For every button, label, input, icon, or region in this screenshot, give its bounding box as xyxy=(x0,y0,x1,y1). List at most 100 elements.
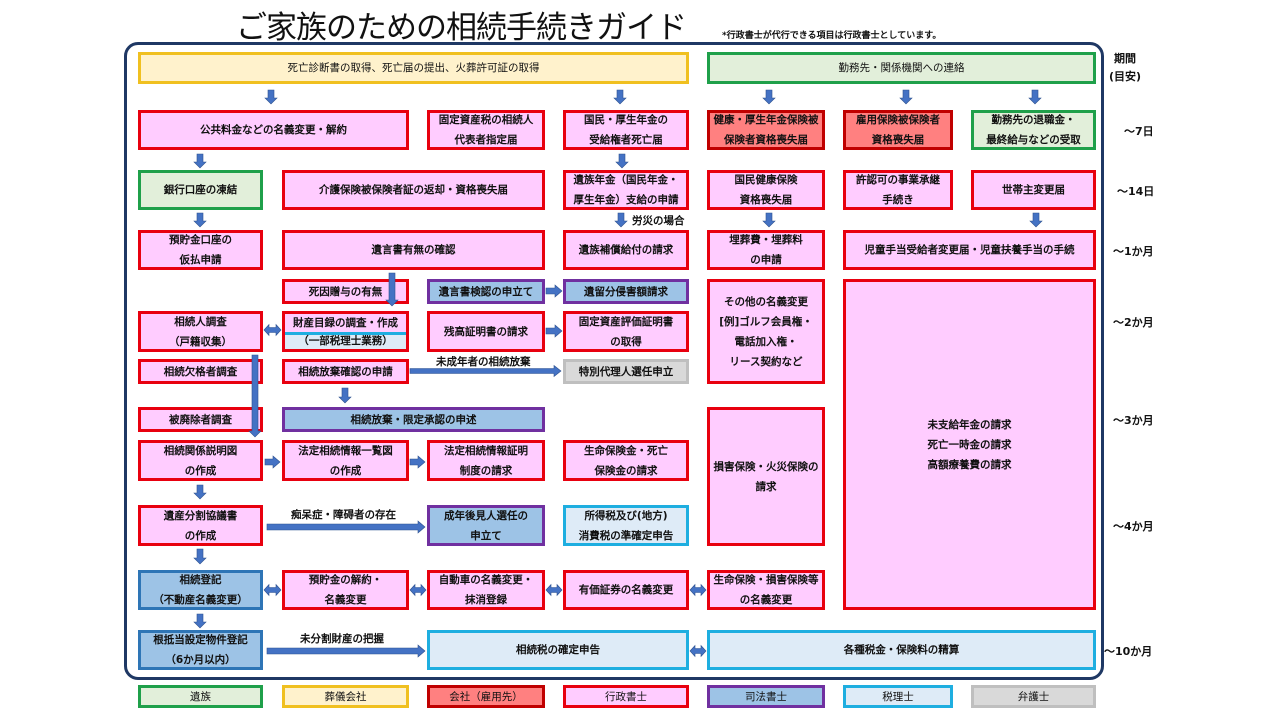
arrow-down-icon xyxy=(193,484,207,500)
tax-partial-section xyxy=(285,332,406,349)
step-text: 相続人調査 xyxy=(174,315,227,328)
step-text: 相続税の確定申告 xyxy=(516,644,600,656)
step-text: 法定相続情報証明 xyxy=(444,444,528,457)
step-disinherit-survey: 被廃除者調査 xyxy=(138,407,263,432)
legend-tax: 税理士 xyxy=(843,685,953,708)
legend-label: 葬儀会社 xyxy=(324,690,367,703)
step-text: （不動産名義変更） xyxy=(153,594,248,606)
step-text: 請求 xyxy=(755,480,777,493)
arrow-both-icon xyxy=(689,644,707,658)
arrow-down-icon xyxy=(614,212,628,228)
step-child-allowance: 児童手当受給者変更届・児童扶養手当の手続 xyxy=(843,230,1096,270)
step-employment-ins-loss: 雇用保険被保険者資格喪失届 xyxy=(843,110,953,150)
step-inheritance-reg: 相続登記（不動産名義変更） xyxy=(138,570,263,610)
step-text: 銀行口座の凍結 xyxy=(163,184,238,196)
step-text: 遺言書検認の申立て xyxy=(438,285,534,298)
step-health-ins-loss: 健康・厚生年金保険被保険者資格喪失届 xyxy=(707,110,825,150)
step-householder-change: 世帯主変更届 xyxy=(971,170,1096,210)
step-fixed-asset-rep: 固定資産税の相続人代表者指定届 xyxy=(427,110,545,150)
arrow-down-icon xyxy=(248,354,262,438)
step-text: 国民健康保険 xyxy=(734,174,798,186)
arrow-down-icon xyxy=(193,548,207,565)
step-text: 勤務先の退職金・ xyxy=(991,114,1076,126)
step-text: 抹消登録 xyxy=(465,594,507,606)
step-text: 根抵当設定物件登記 xyxy=(153,634,248,646)
step-text: 資格喪失届 xyxy=(739,194,793,206)
period-7d: ～7日 xyxy=(1124,125,1154,138)
step-deposit-provisional: 預貯金口座の仮払申請 xyxy=(138,230,263,270)
step-nhi-loss: 国民健康保険資格喪失届 xyxy=(707,170,825,210)
step-asset-list: 財産目録の調査・作成（一部税理士業務） xyxy=(282,311,409,352)
step-securities: 有価証券の名義変更 xyxy=(563,570,689,610)
step-text: 特別代理人選任申立 xyxy=(578,365,674,378)
step-text: 雇用保険被保険者 xyxy=(856,114,940,126)
step-text: の取得 xyxy=(610,335,642,348)
step-text: その他の名義変更 xyxy=(724,295,808,308)
arrow-label-minor: 未成年者の相続放棄 xyxy=(436,356,531,368)
arrow-down-icon xyxy=(613,89,627,105)
arrow-right-icon xyxy=(545,324,563,338)
step-deposit-cancel: 預貯金の解約・名義変更 xyxy=(282,570,409,610)
step-bank-freeze: 銀行口座の凍結 xyxy=(138,170,263,210)
step-division-agreement: 遺産分割協議書の作成 xyxy=(138,505,263,546)
step-will-check: 遺言書有無の確認 xyxy=(282,230,545,270)
arrow-down-icon xyxy=(1029,212,1043,228)
arrow-label-dementia: 痴呆症・障碍者の存在 xyxy=(291,509,396,521)
arrow-right-icon xyxy=(409,455,426,469)
step-text: 死亡診断書の取得、死亡届の提出、火葬許可証の取得 xyxy=(287,62,540,74)
arrow-down-icon xyxy=(264,89,278,105)
period-14d: ～14日 xyxy=(1117,185,1155,198)
arrow-label-rosai: 労災の場合 xyxy=(632,215,685,227)
step-text: の名義変更 xyxy=(739,594,793,606)
step-life-ins-name: 生命保険・損害保険等の名義変更 xyxy=(707,570,825,610)
step-text: 未支給年金の請求 xyxy=(927,418,1012,431)
legend-company: 会社（雇用先） xyxy=(427,685,545,708)
step-text: 保険者資格喪失届 xyxy=(724,134,808,146)
step-text: 固定資産評価証明書 xyxy=(578,315,674,328)
step-text: の申請 xyxy=(750,254,782,266)
step-text: 公共料金などの名義変更・解約 xyxy=(200,124,347,136)
step-legal-info-chart: 法定相続情報一覧図の作成 xyxy=(282,440,409,481)
step-text: 国民・厚生年金の xyxy=(584,114,668,126)
period-3m: ～3か月 xyxy=(1113,414,1154,427)
step-text: 申立て xyxy=(470,529,502,542)
arrow-label-undivided: 未分割財産の把握 xyxy=(300,633,384,645)
arrow-right-icon xyxy=(266,644,426,658)
step-text: 手続き xyxy=(882,194,914,206)
note-text: *行政書士が代行できる項目は行政書士としています。 xyxy=(722,31,942,41)
arrow-both-icon xyxy=(545,583,563,597)
period-header: 期間 xyxy=(1114,52,1136,65)
step-text: 許認可の事業承継 xyxy=(856,174,940,186)
step-car-name-change: 自動車の名義変更・抹消登録 xyxy=(427,570,545,610)
legend-shiho: 司法書士 xyxy=(707,685,825,708)
period-4m: ～4か月 xyxy=(1113,520,1154,533)
step-text: 消費税の準確定申告 xyxy=(578,529,674,542)
step-text: 遺産分割協議書 xyxy=(163,509,238,522)
step-text: 介護保険被保険者証の返却・資格喪失届 xyxy=(319,184,508,196)
step-will-probate: 遺言書検認の申立て xyxy=(427,279,545,304)
step-text: 預貯金口座の xyxy=(169,234,232,246)
step-text: 残高証明書の請求 xyxy=(444,325,528,338)
step-text: 勤務先・関係機関への連絡 xyxy=(838,62,965,74)
step-life-ins-claim: 生命保険金・死亡保険金の請求 xyxy=(563,440,689,481)
step-text: 世帯主変更届 xyxy=(1002,184,1065,196)
step-text: 厚生年金）支給の申請 xyxy=(573,194,679,206)
step-text: 相続放棄確認の申請 xyxy=(298,365,393,378)
step-mortgage-reg: 根抵当設定物件登記（6か月以内） xyxy=(138,630,263,670)
step-renounce-limited: 相続放棄・限定承認の申述 xyxy=(282,407,545,432)
step-damage-ins: 損害保険・火災保険の請求 xyxy=(707,407,825,546)
step-survivor-pension: 遺族年金（国民年金・厚生年金）支給の申請 xyxy=(563,170,689,210)
arrow-down-icon xyxy=(762,212,776,228)
arrow-down-icon xyxy=(193,613,207,629)
arrow-down-icon xyxy=(193,212,207,228)
step-text: 高額療養費の請求 xyxy=(927,458,1012,471)
legend-family: 遺族 xyxy=(138,685,263,708)
step-death-cert: 死亡診断書の取得、死亡届の提出、火葬許可証の取得 xyxy=(138,52,689,84)
step-text: 健康・厚生年金保険被 xyxy=(713,114,819,126)
arrow-right-icon xyxy=(409,364,562,378)
arrow-both-icon xyxy=(689,583,707,597)
period-2m: ～2か月 xyxy=(1113,316,1154,329)
period-10m: ～10か月 xyxy=(1104,645,1153,658)
step-retirement-pay: 勤務先の退職金・最終給与などの受取 xyxy=(971,110,1096,150)
